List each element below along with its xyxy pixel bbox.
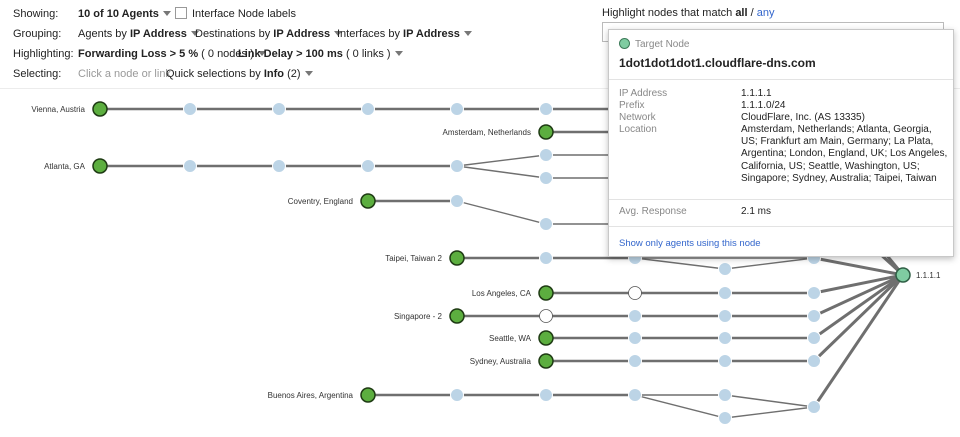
agent-node-coventry[interactable] [360, 193, 376, 209]
highlighting-label: Highlighting: [13, 48, 74, 60]
destinations-grouping-dropdown[interactable]: Destinations by IP Address [195, 26, 343, 42]
divider [609, 199, 953, 200]
node-kind: Target Node [619, 38, 689, 50]
hop-node[interactable] [539, 388, 553, 402]
agent-node-atlanta[interactable] [92, 158, 108, 174]
hop-node[interactable] [807, 354, 821, 368]
link-delay-dropdown[interactable]: Link Delay > 100 ms ( 0 links ) [238, 46, 403, 62]
divider [609, 226, 953, 227]
hop-node[interactable] [628, 354, 642, 368]
forwarding-loss-dropdown[interactable]: Forwarding Loss > 5 % ( 0 nodes ) [78, 46, 266, 62]
hop-node[interactable] [539, 102, 553, 116]
match-all-link[interactable]: all [735, 7, 748, 19]
agent-node-seattle[interactable] [538, 330, 554, 346]
hop-node[interactable] [450, 194, 464, 208]
hop-node[interactable] [718, 354, 732, 368]
hop-node[interactable] [718, 309, 732, 323]
quick-selections-dropdown[interactable]: Quick selections by Info (2) [166, 66, 313, 82]
agent-label: Atlanta, GA [44, 162, 86, 171]
agent-node-singapore[interactable] [449, 308, 465, 324]
agent-node-buenos-aires[interactable] [360, 387, 376, 403]
hop-node[interactable] [450, 102, 464, 116]
hop-node[interactable] [718, 388, 732, 402]
chevron-down-icon [334, 30, 343, 36]
target-node[interactable] [895, 267, 911, 283]
chevron-down-icon [162, 10, 171, 16]
hop-node[interactable] [628, 309, 642, 323]
interface-labels-toggle[interactable]: Interface Node labels [175, 6, 296, 22]
agent-labels: Vienna, Austria Amsterdam, Netherlands A… [31, 105, 531, 400]
agent-label: Sydney, Australia [470, 357, 532, 366]
agent-nodes [92, 101, 554, 403]
agent-label: Seattle, WA [489, 334, 532, 343]
interfaces-grouping-dropdown[interactable]: Interfaces by IP Address [337, 26, 472, 42]
agent-node-sydney[interactable] [538, 353, 554, 369]
hop-node[interactable] [539, 217, 553, 231]
match-any-link[interactable]: any [756, 7, 775, 19]
hop-node[interactable] [272, 102, 286, 116]
hop-node[interactable] [718, 262, 732, 276]
agent-label: Taipei, Taiwan 2 [385, 254, 442, 263]
agent-node-vienna[interactable] [92, 101, 108, 117]
chevron-down-icon [394, 50, 403, 56]
hop-node[interactable] [807, 309, 821, 323]
hop-nodes [183, 102, 821, 425]
links [100, 107, 905, 419]
hop-node[interactable] [183, 102, 197, 116]
hop-node[interactable] [361, 102, 375, 116]
hop-node[interactable] [539, 171, 553, 185]
hop-node[interactable] [718, 411, 732, 425]
show-agents-link[interactable]: Show only agents using this node [619, 238, 761, 249]
hop-node[interactable] [539, 148, 553, 162]
chevron-down-icon [304, 70, 313, 76]
path-visualization: Vienna, Austria Amsterdam, Netherlands A… [31, 101, 941, 425]
hop-node[interactable] [450, 388, 464, 402]
agent-label: Los Angeles, CA [472, 289, 532, 298]
hop-node[interactable] [718, 331, 732, 345]
showing-label: Showing: [13, 8, 59, 20]
chevron-down-icon [190, 30, 199, 36]
selection-placeholder: Click a node or link [78, 68, 171, 80]
showing-dropdown[interactable]: 10 of 10 Agents [78, 6, 171, 22]
selecting-label: Selecting: [13, 68, 62, 80]
hop-node[interactable] [361, 159, 375, 173]
hop-node[interactable] [628, 331, 642, 345]
grouping-label: Grouping: [13, 28, 62, 40]
agent-label: Vienna, Austria [31, 105, 85, 114]
agent-label: Singapore - 2 [394, 312, 443, 321]
chevron-down-icon [463, 30, 472, 36]
hop-node[interactable] [272, 159, 286, 173]
node-hostname: 1dot1dot1dot1.cloudflare-dns.com [619, 56, 816, 70]
divider [0, 88, 960, 89]
hop-node[interactable] [183, 159, 197, 173]
divider [609, 79, 953, 80]
hop-node[interactable] [718, 286, 732, 300]
checkbox-icon[interactable] [175, 7, 187, 20]
hop-node[interactable] [807, 286, 821, 300]
target-node-icon [619, 38, 630, 49]
hop-node[interactable] [628, 388, 642, 402]
target-label: 1.1.1.1 [916, 271, 941, 280]
node-info-popup: Target Node 1dot1dot1dot1.cloudflare-dns… [608, 29, 954, 257]
agent-label: Coventry, England [288, 197, 353, 206]
agent-node-taipei[interactable] [449, 250, 465, 266]
hop-node-unresolved[interactable] [628, 286, 642, 300]
agent-label: Buenos Aires, Argentina [268, 391, 354, 400]
agent-label: Amsterdam, Netherlands [443, 128, 531, 137]
hop-node[interactable] [450, 159, 464, 173]
chevron-down-icon [257, 50, 266, 56]
hop-node-unresolved[interactable] [539, 309, 553, 323]
hop-node[interactable] [807, 331, 821, 345]
agent-node-amsterdam[interactable] [538, 124, 554, 140]
agent-node-los-angeles[interactable] [538, 285, 554, 301]
hop-node[interactable] [807, 400, 821, 414]
agents-grouping-dropdown[interactable]: Agents by IP Address [78, 26, 199, 42]
highlight-match-label: Highlight nodes that match all / any [602, 7, 775, 19]
hop-node[interactable] [539, 251, 553, 265]
